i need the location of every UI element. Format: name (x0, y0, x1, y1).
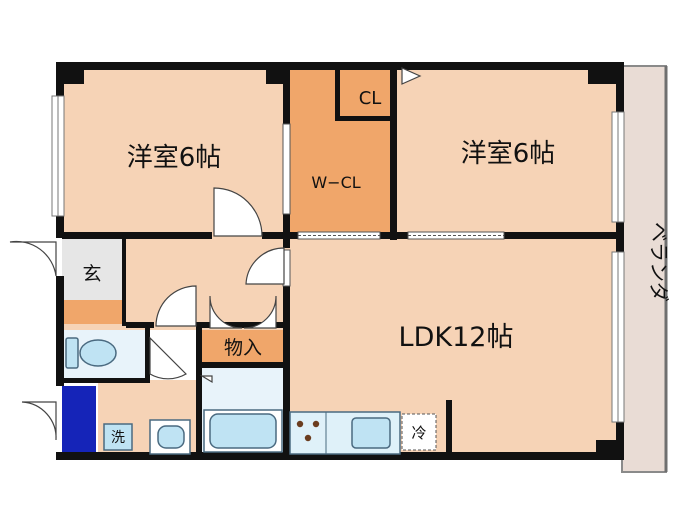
windows (51, 95, 625, 423)
western-room-right (394, 68, 622, 236)
washer-label: 洗 (111, 430, 125, 446)
walk-in-closet-label: W−CL (311, 173, 360, 192)
washbasin-icon (149, 419, 191, 455)
sliding-doors (282, 123, 505, 287)
entrance-label: 玄 (82, 263, 101, 285)
ldk-label: LDK12帖 (399, 322, 514, 353)
bathtub-icon (203, 409, 283, 453)
washer-icon (103, 423, 133, 451)
western-room-left-label: 洋室6帖 (127, 143, 222, 173)
storage-label: 物入 (224, 337, 262, 359)
western-room-right-label: 洋室6帖 (461, 139, 556, 169)
fridge-label: 冷 (411, 424, 426, 442)
entrance-step (62, 300, 126, 324)
storage (200, 330, 286, 364)
fridge-space (401, 413, 437, 451)
toilet-icon (65, 337, 117, 369)
entrance-area (62, 236, 126, 300)
sink-icon (351, 417, 391, 449)
shoe-box (62, 386, 96, 454)
balcony-label: ベランダ (647, 222, 671, 302)
stove-icon (296, 420, 320, 442)
closet-label: CL (359, 88, 382, 109)
swing-doors (9, 67, 422, 441)
closet (338, 68, 394, 118)
